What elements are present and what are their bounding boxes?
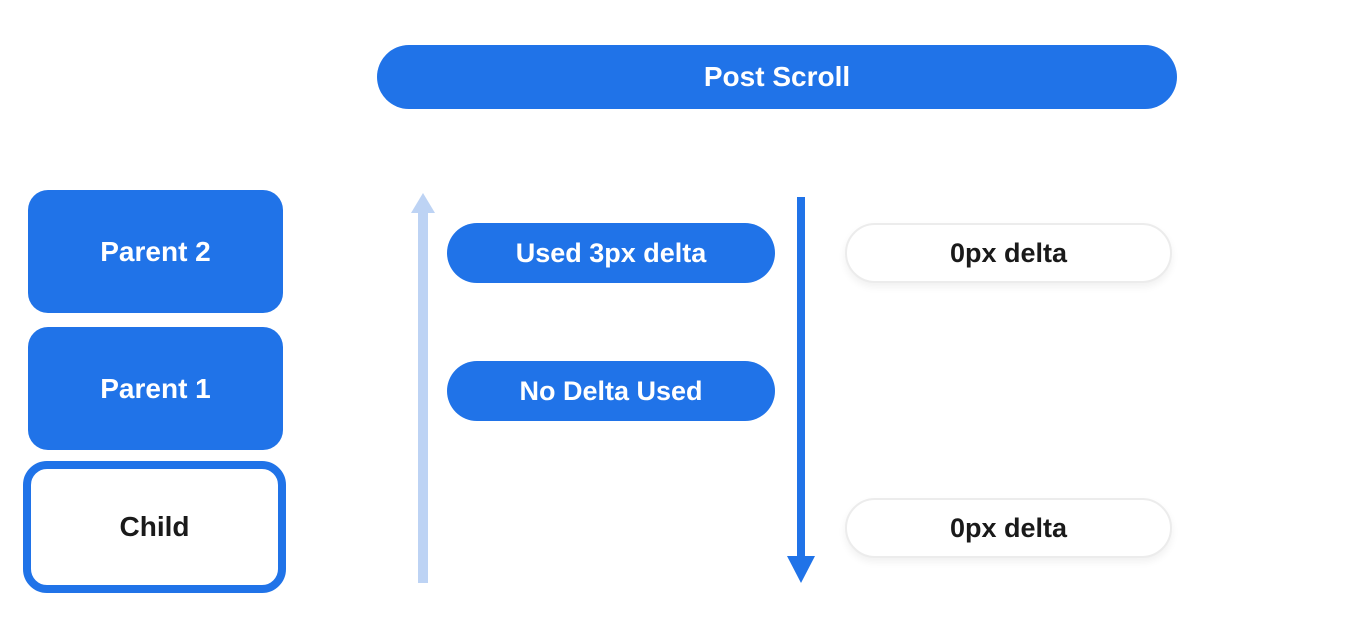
child-box: Child [23,461,286,593]
no-delta-used-pill: No Delta Used [447,361,775,421]
parent-2-box: Parent 2 [28,190,283,313]
up-arrow-shaft [418,212,428,583]
parent-1-box: Parent 1 [28,327,283,450]
up-arrow-head-icon [411,193,435,213]
down-arrow-shaft [797,197,805,558]
result-delta-pill-bottom: 0px delta [845,498,1172,558]
used-delta-pill: Used 3px delta [447,223,775,283]
down-arrow-head-icon [787,556,815,583]
post-scroll-banner: Post Scroll [377,45,1177,109]
result-delta-pill-top: 0px delta [845,223,1172,283]
